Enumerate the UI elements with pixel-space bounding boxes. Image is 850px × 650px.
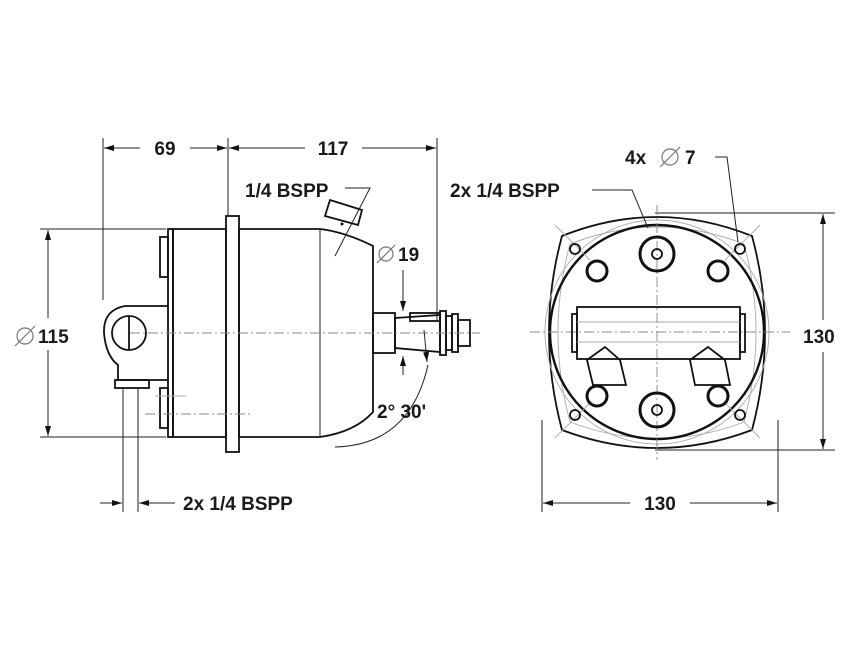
port-bosses	[638, 235, 676, 429]
tilt-angle-label: 2° 30'	[377, 402, 426, 423]
port-manifold	[571, 306, 746, 386]
dimension-diameter-115: 115	[14, 230, 69, 436]
mount-holes-count: 4x	[625, 148, 647, 169]
top-port-label: 1/4 BSPP	[245, 181, 329, 202]
side-view: 69 117 115	[14, 138, 480, 515]
callout-tilt-angle: 2° 30'	[334, 329, 430, 448]
dimension-117: 117	[229, 139, 436, 160]
mount-holes	[569, 243, 746, 421]
dim-label-width: 130	[644, 494, 676, 515]
callout-top-port: 1/4 BSPP	[245, 181, 371, 257]
dimension-width-130: 130	[543, 494, 777, 515]
fixing-bolts	[585, 259, 730, 408]
dimension-69: 69	[104, 139, 227, 160]
callout-front-ports: 2x 1/4 BSPP	[450, 181, 649, 229]
callout-shaft-diameter: 19	[376, 244, 419, 375]
callout-mount-holes: 4x 7	[625, 146, 739, 243]
front-view: 130 130 4x 7 2x 1/4 BSPP	[450, 146, 835, 515]
front-ports-label: 2x 1/4 BSPP	[450, 181, 560, 202]
mount-holes-diameter: 7	[685, 148, 696, 169]
callout-bottom-ports: 2x 1/4 BSPP	[100, 388, 293, 515]
dimension-height-130: 130	[803, 214, 835, 449]
dim-label-front-length: 117	[318, 139, 349, 160]
dim-label-height: 130	[803, 327, 835, 348]
dim-label-diameter: 115	[38, 327, 69, 348]
shaft-diameter-label: 19	[398, 245, 419, 266]
dim-label-rear-length: 69	[154, 139, 175, 160]
bottom-ports-label: 2x 1/4 BSPP	[183, 494, 293, 515]
